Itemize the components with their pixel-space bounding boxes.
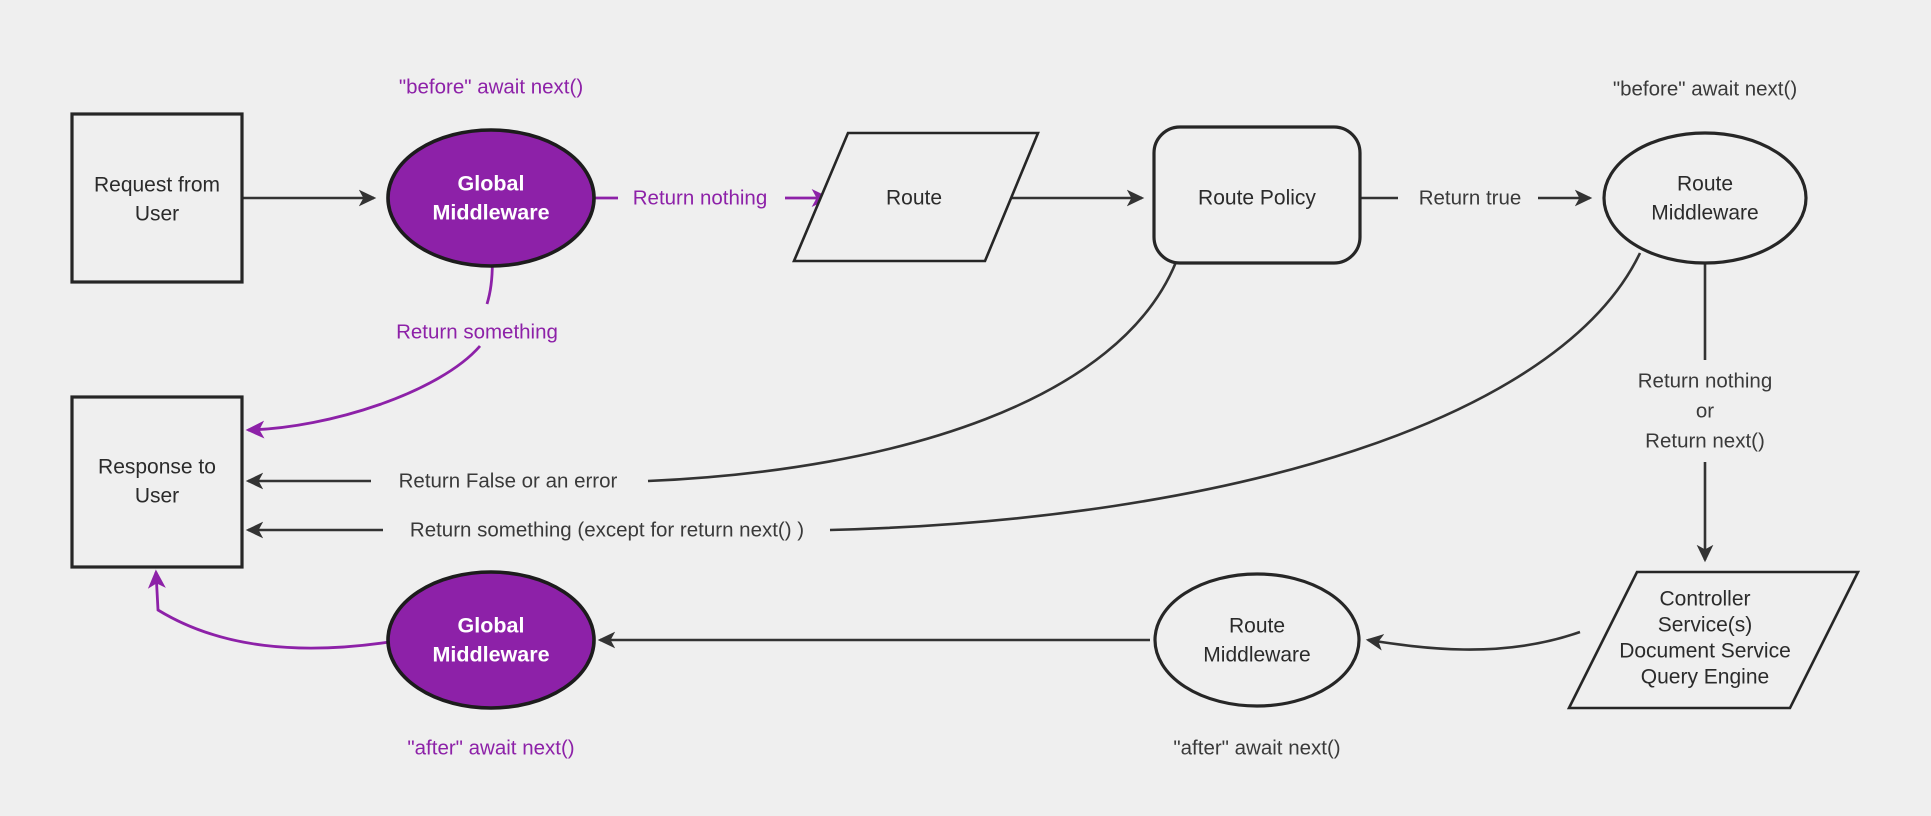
edge-route-policy-to-response-false: Return False or an error xyxy=(245,261,1178,492)
node-response-to-user-line1: Response to xyxy=(98,456,216,479)
node-route-label: Route xyxy=(886,187,942,210)
phase-label-global-before: "before" await next() xyxy=(399,75,583,98)
node-controller-line2: Service(s) xyxy=(1658,614,1753,637)
node-route[interactable]: Route xyxy=(792,131,1040,263)
edge-global-middleware-after-to-response xyxy=(147,569,397,650)
node-global-middleware-before-line2: Middleware xyxy=(432,201,549,225)
node-global-middleware-after-line2: Middleware xyxy=(432,643,549,667)
node-controller-line1: Controller xyxy=(1659,588,1750,611)
node-controller-line3: Document Service xyxy=(1619,640,1791,663)
node-route-middleware-after-line2: Middleware xyxy=(1203,644,1310,667)
node-request-from-user-line1: Request from xyxy=(94,174,220,197)
phase-label-global-after: "after" await next() xyxy=(407,736,574,759)
node-route-middleware-before[interactable]: Route Middleware xyxy=(1602,131,1808,265)
edge-label-return-nothing: Return nothing xyxy=(633,186,767,209)
edge-label-return-nothing-line2: or xyxy=(1696,399,1714,422)
edge-controller-to-route-middleware-after xyxy=(1365,630,1581,651)
node-route-middleware-after-line1: Route xyxy=(1229,615,1285,638)
edge-route-policy-to-route-middleware: Return true xyxy=(1360,186,1593,209)
node-global-middleware-before-line1: Global xyxy=(458,172,525,196)
edge-route-middleware-to-controller: Return nothing or Return next() xyxy=(1638,218,1772,563)
edge-global-middleware-to-route: Return nothing xyxy=(594,186,831,209)
edge-label-return-true: Return true xyxy=(1419,186,1522,209)
node-request-from-user-line2: User xyxy=(135,203,179,226)
edge-label-return-something-except: Return something (except for return next… xyxy=(410,518,804,541)
node-response-to-user[interactable]: Response to User xyxy=(70,395,244,569)
edge-label-return-next-line3: Return next() xyxy=(1645,429,1765,452)
edge-route-middleware-to-response-something: Return something (except for return next… xyxy=(245,252,1642,541)
node-route-middleware-after[interactable]: Route Middleware xyxy=(1153,572,1361,708)
node-global-middleware-after[interactable]: Global Middleware xyxy=(386,570,596,710)
node-route-middleware-before-line2: Middleware xyxy=(1651,202,1758,225)
node-request-from-user[interactable]: Request from User xyxy=(70,112,244,284)
node-global-middleware-before[interactable]: Global Middleware xyxy=(386,128,596,268)
phase-label-route-before: "before" await next() xyxy=(1613,77,1797,100)
node-route-policy-label: Route Policy xyxy=(1198,187,1316,210)
edge-global-middleware-to-response-return-something: Return something xyxy=(245,237,558,439)
node-route-middleware-before-line1: Route xyxy=(1677,173,1733,196)
edge-label-return-something: Return something xyxy=(396,320,558,343)
phase-label-route-after: "after" await next() xyxy=(1173,736,1340,759)
node-controller-line4: Query Engine xyxy=(1641,666,1769,689)
node-controller-services[interactable]: Controller Service(s) Document Service Q… xyxy=(1566,570,1861,710)
node-global-middleware-after-line1: Global xyxy=(458,614,525,638)
edge-label-return-false-or-error: Return False or an error xyxy=(399,469,618,492)
node-response-to-user-line2: User xyxy=(135,485,179,508)
node-route-policy[interactable]: Route Policy xyxy=(1152,125,1362,265)
edge-label-return-nothing-line1: Return nothing xyxy=(1638,369,1772,392)
